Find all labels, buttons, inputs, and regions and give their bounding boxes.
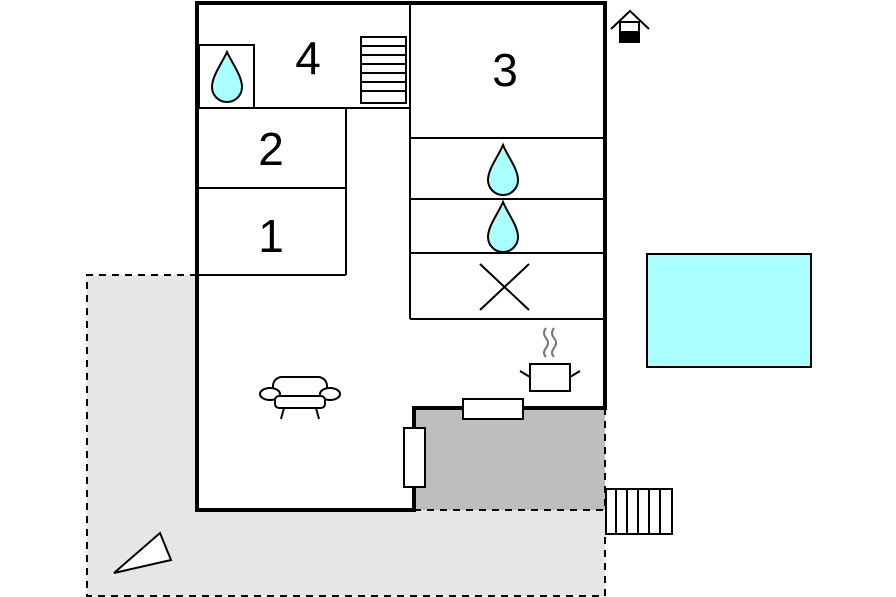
pot-icon xyxy=(519,327,581,392)
water-drop-icon xyxy=(486,199,520,253)
pool-icon xyxy=(646,253,812,368)
outdoor-terrace xyxy=(86,274,606,597)
covered-terrace xyxy=(414,408,606,511)
room-4-label: 4 xyxy=(295,32,321,84)
stairs-icon xyxy=(360,36,407,104)
sofa-icon xyxy=(259,376,341,420)
room-3-label: 3 xyxy=(492,44,518,96)
water-drop-icon xyxy=(486,142,520,196)
house-icon xyxy=(610,9,650,43)
water-drop-icon xyxy=(210,49,244,103)
interior-walls xyxy=(197,3,605,320)
room-4-bathroom xyxy=(198,44,255,109)
building-outline xyxy=(195,1,607,512)
window-icon xyxy=(462,398,524,420)
room-2-label: 2 xyxy=(258,123,284,175)
cross-icon xyxy=(479,263,530,311)
outdoor-stairs-icon xyxy=(605,488,673,535)
window-icon xyxy=(403,427,426,488)
compass-icon xyxy=(113,531,173,574)
room-1-label: 1 xyxy=(258,210,284,262)
